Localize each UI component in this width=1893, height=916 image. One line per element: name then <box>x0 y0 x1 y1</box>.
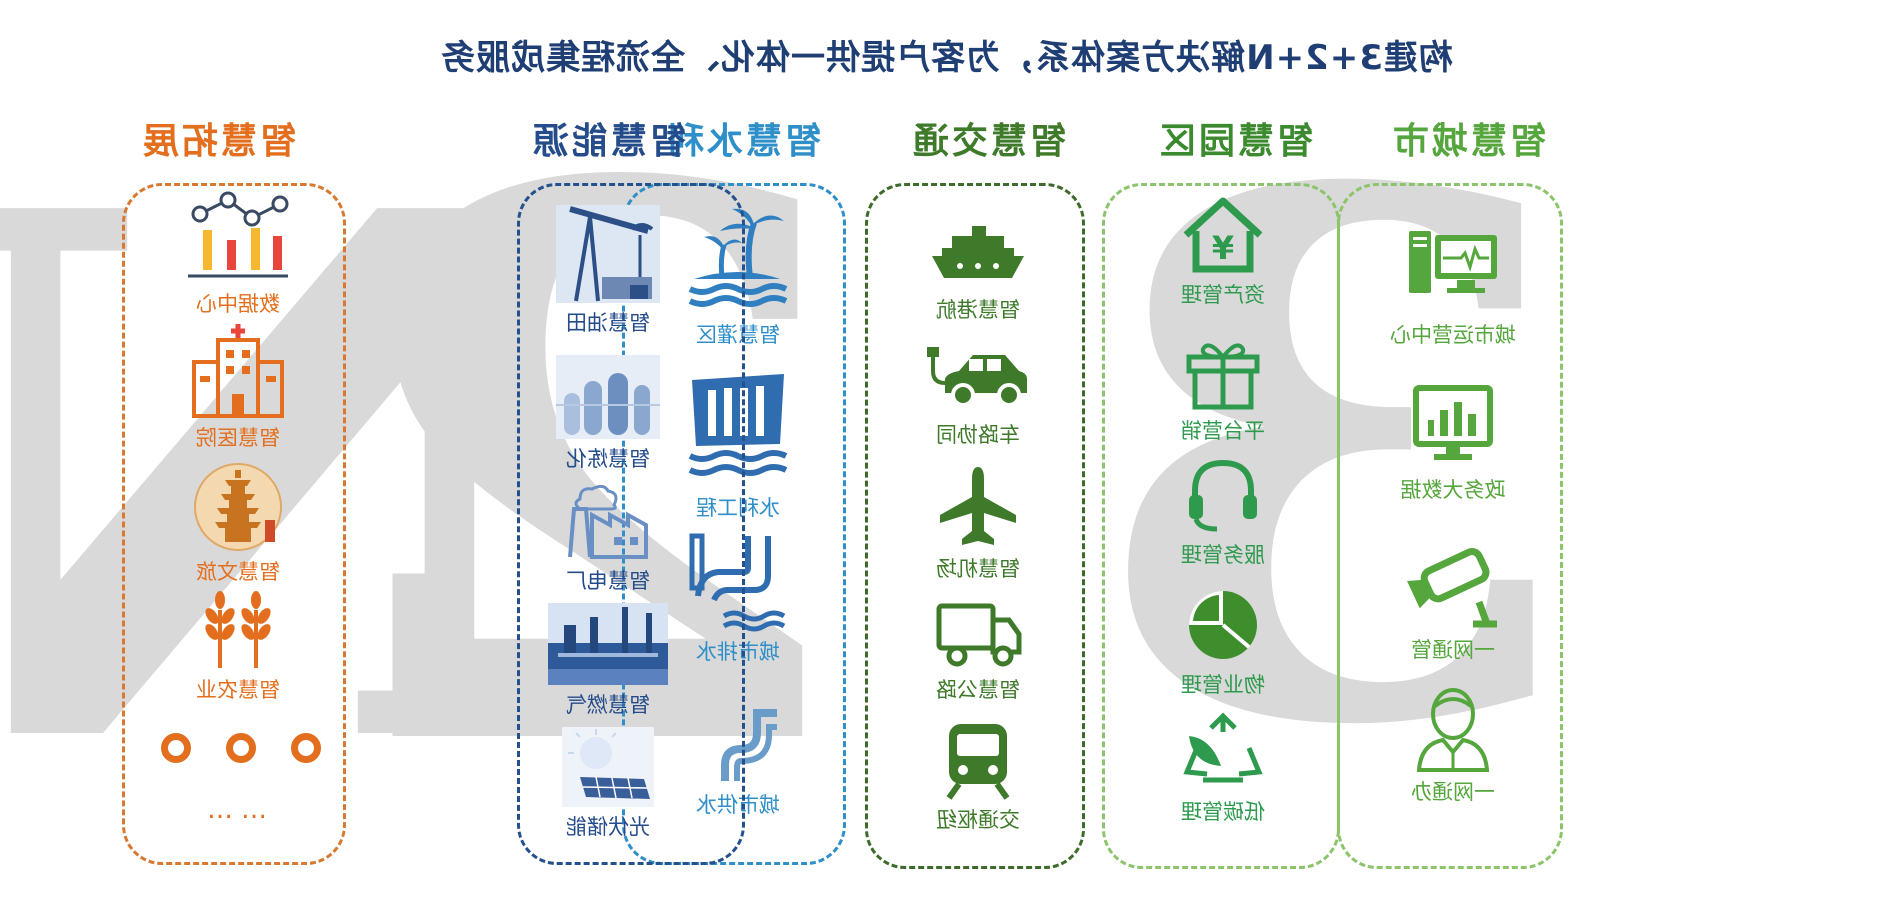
item-asset-management[interactable]: ¥ 资产管理 <box>1118 195 1328 309</box>
item-city-drainage[interactable]: 城市排水 <box>638 532 838 666</box>
airplane-icon <box>940 467 1016 545</box>
drain-pipe-icon <box>689 533 786 632</box>
house-yen-icon: ¥ <box>1183 197 1263 273</box>
item-smart-highway[interactable]: 智慧公路 <box>878 602 1078 704</box>
item-transport-hub[interactable]: 交通枢纽 <box>878 720 1078 834</box>
chart-monitor-icon <box>1413 385 1493 460</box>
electric-car-icon <box>927 347 1027 407</box>
pagoda-icon <box>194 463 282 551</box>
item-solar-storage[interactable]: 光伏储能 <box>508 727 708 841</box>
item-label: 物业管理 <box>1181 673 1265 697</box>
item-label: 智慧医院 <box>196 426 280 450</box>
item-label: 资产管理 <box>1181 283 1265 307</box>
page-title: 构建3+2+N解决方案体系，为客户提供一体化、全流程集成服务 <box>440 38 1453 78</box>
circle-icon <box>291 733 321 763</box>
item-label: 一网通办 <box>1411 780 1495 804</box>
item-smart-power-plant[interactable]: 智慧电厂 <box>508 485 708 595</box>
item-label: 智慧文旅 <box>196 560 280 584</box>
item-label: 平台营销 <box>1181 419 1265 443</box>
item-label: 智慧公路 <box>936 678 1020 702</box>
item-smart-airport[interactable]: 智慧机场 <box>878 465 1078 583</box>
truck-icon <box>936 603 1022 667</box>
item-gov-big-data[interactable]: 政务大数据 <box>1353 380 1553 504</box>
item-label: 车路协同 <box>936 423 1020 447</box>
person-icon <box>1416 688 1490 772</box>
item-label: 政务大数据 <box>1400 478 1506 502</box>
gift-icon <box>1186 343 1260 410</box>
item-data-center[interactable]: 数据中心 <box>138 190 338 318</box>
item-city-water-supply[interactable]: 城市供水 <box>638 705 838 819</box>
mirrored-page: 3 2 N 构建3+2+N解决方案体系，为客户提供一体化、全流程集成服务 智慧城… <box>0 23 1583 916</box>
item-label: 一网通管 <box>1411 638 1495 662</box>
heading-smart-park: 智慧园区 <box>1157 121 1314 162</box>
train-icon <box>946 724 1010 800</box>
refinery-icon <box>556 355 660 439</box>
data-chart-icon <box>188 191 289 278</box>
circle-icon <box>226 733 256 763</box>
item-service-management[interactable]: 服务管理 <box>1118 455 1328 569</box>
more-dots: …… <box>199 795 267 825</box>
gas-plant-icon <box>548 603 668 685</box>
item-label: 城市运营中心 <box>1390 323 1516 347</box>
ship-icon <box>932 226 1024 278</box>
water-pipe-icon <box>721 709 777 781</box>
item-smart-refining[interactable]: 智慧炼化 <box>508 355 708 473</box>
solar-panel-icon <box>562 727 654 807</box>
monitor-computer-icon <box>1409 231 1497 293</box>
heading-smart-city: 智慧城市 <box>1390 121 1547 162</box>
heading-smart-expansion: 智慧拓展 <box>140 121 297 162</box>
item-smart-port[interactable]: 智慧港航 <box>878 220 1078 324</box>
item-label: 数据中心 <box>196 292 280 316</box>
power-plant-icon <box>568 485 648 559</box>
item-smart-gas[interactable]: 智慧燃气 <box>508 603 708 719</box>
smart-energy-box <box>517 183 745 865</box>
item-platform-marketing[interactable]: 平台营销 <box>1118 335 1328 445</box>
item-city-operation-center[interactable]: 城市运营中心 <box>1353 225 1553 349</box>
item-smart-hospital[interactable]: 智慧医院 <box>138 322 338 452</box>
item-label: 交通枢纽 <box>936 808 1020 832</box>
pie-chart-icon <box>1189 591 1257 659</box>
item-water-conservancy[interactable]: 水利工程 <box>638 368 838 522</box>
circle-icon <box>161 733 191 763</box>
item-property-management[interactable]: 物业管理 <box>1118 585 1328 699</box>
wheat-icon <box>205 591 271 668</box>
item-label: 智慧农业 <box>196 678 280 702</box>
item-label: 智慧港航 <box>936 298 1020 322</box>
item-unified-management[interactable]: 一网通管 <box>1353 540 1553 664</box>
cctv-camera-icon <box>1407 548 1497 628</box>
oil-pump-icon <box>556 205 660 303</box>
heading-smart-transport: 智慧交通 <box>910 121 1067 162</box>
heading-smart-energy: 智慧能源 <box>530 121 687 162</box>
item-smart-agriculture[interactable]: 智慧农业 <box>138 590 338 704</box>
more-circles <box>161 733 321 773</box>
recycle-leaf-icon <box>1183 712 1263 783</box>
item-label: 智慧机场 <box>936 557 1020 581</box>
dam-icon <box>688 374 788 476</box>
hospital-icon <box>192 324 284 418</box>
item-smart-tourism[interactable]: 智慧文旅 <box>138 462 338 586</box>
item-low-carbon-management[interactable]: 低碳管理 <box>1118 712 1328 826</box>
item-unified-service[interactable]: 一网通办 <box>1353 688 1553 806</box>
item-vehicle-road-coordination[interactable]: 车路协同 <box>878 345 1078 449</box>
island-waves-icon <box>688 208 788 307</box>
headset-icon <box>1189 459 1257 532</box>
item-smart-oilfield[interactable]: 智慧油田 <box>508 205 708 337</box>
item-label: 服务管理 <box>1181 543 1265 567</box>
item-smart-irrigation[interactable]: 智慧灌区 <box>638 205 838 349</box>
item-label: 低碳管理 <box>1181 800 1265 824</box>
svg-text:¥: ¥ <box>1212 229 1234 267</box>
